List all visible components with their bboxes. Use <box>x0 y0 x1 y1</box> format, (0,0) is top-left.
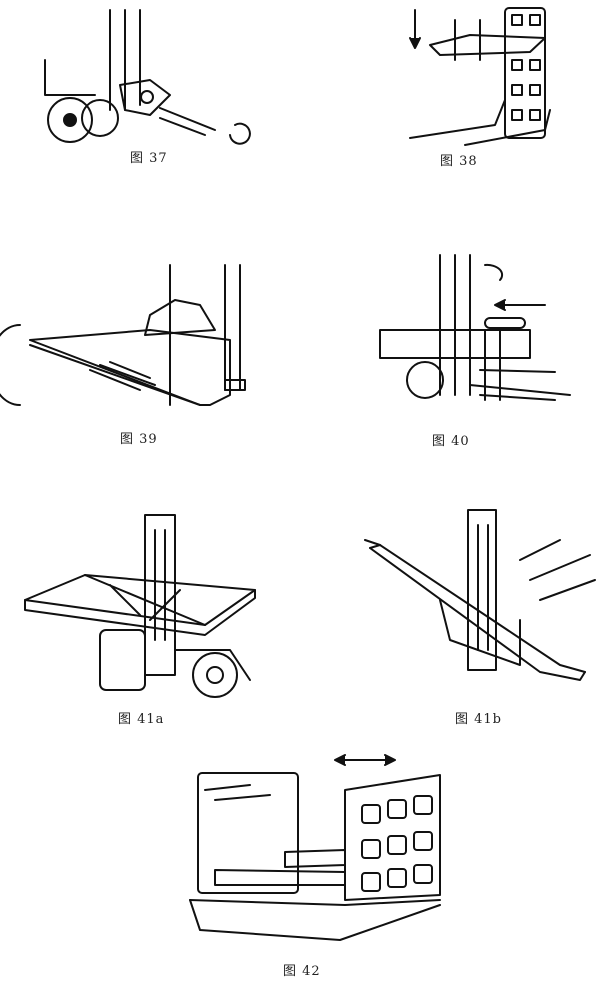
figure-38-caption: 图 38 <box>440 154 478 169</box>
figure-37-caption: 图 37 <box>130 151 168 166</box>
figure-42-caption: 图 42 <box>283 964 321 979</box>
figure-39-caption: 图 39 <box>120 432 158 447</box>
figure-41a-caption: 图 41a <box>118 712 165 727</box>
figure-41b-caption: 图 41b <box>455 712 502 727</box>
figure-40-caption: 图 40 <box>432 434 470 449</box>
